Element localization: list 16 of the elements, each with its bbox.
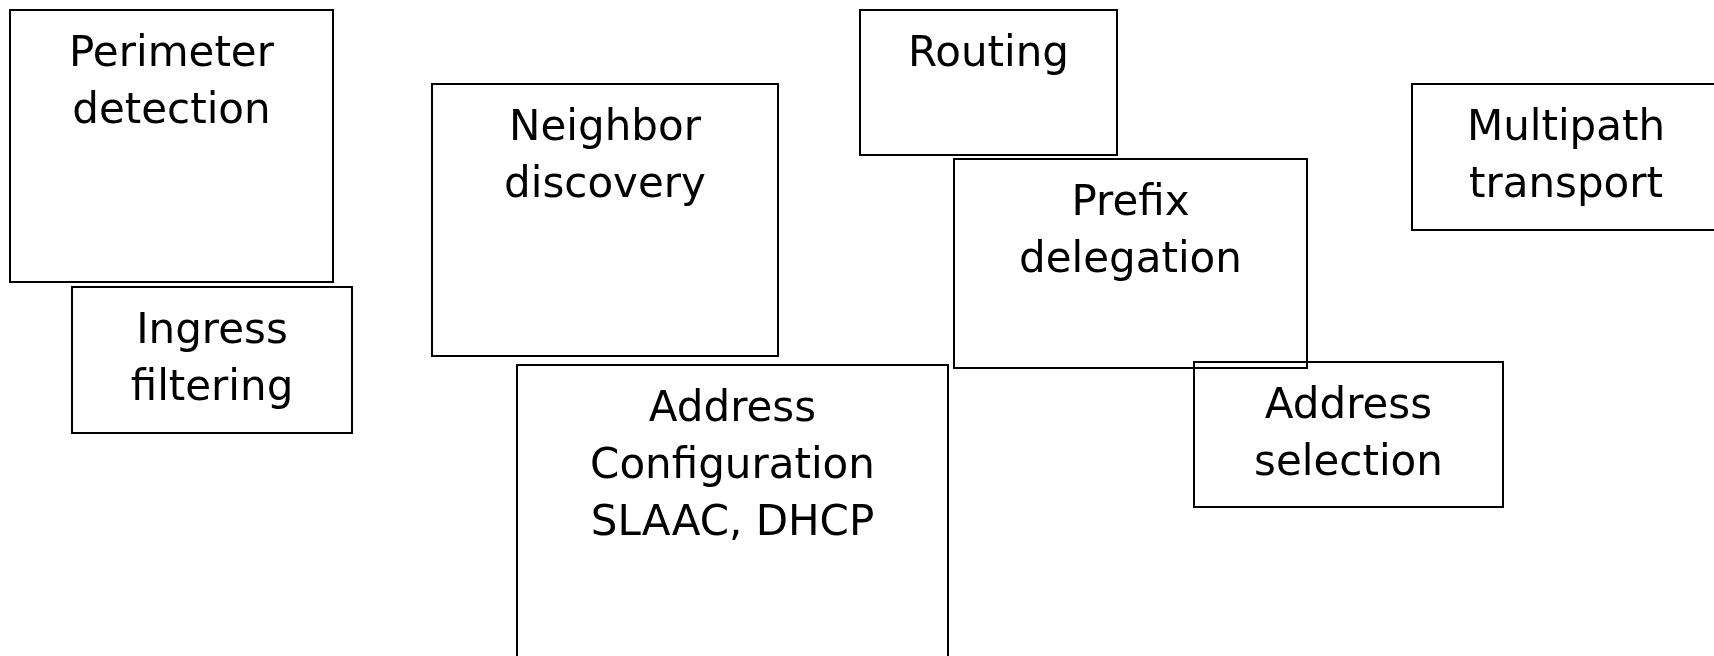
- text-box: [431, 83, 779, 357]
- box-label: Address selection: [1253, 378, 1444, 487]
- text-box: [1411, 83, 1714, 231]
- box-label: Neighbor discovery: [503, 100, 707, 209]
- text-box: [1193, 361, 1504, 508]
- text-box: [9, 9, 334, 283]
- text-box: [859, 9, 1118, 156]
- box-label: Routing: [908, 26, 1069, 78]
- box-label: Perimeter detection: [68, 26, 275, 135]
- box-label: Multipath transport: [1465, 100, 1667, 209]
- text-box: [953, 158, 1308, 369]
- box-label: Address Configuration SLAAC, DHCP: [589, 381, 876, 547]
- box-label: Prefix delegation: [1018, 175, 1243, 284]
- box-label: Ingress filtering: [129, 303, 295, 412]
- text-box: [516, 364, 949, 656]
- text-box: [71, 286, 353, 434]
